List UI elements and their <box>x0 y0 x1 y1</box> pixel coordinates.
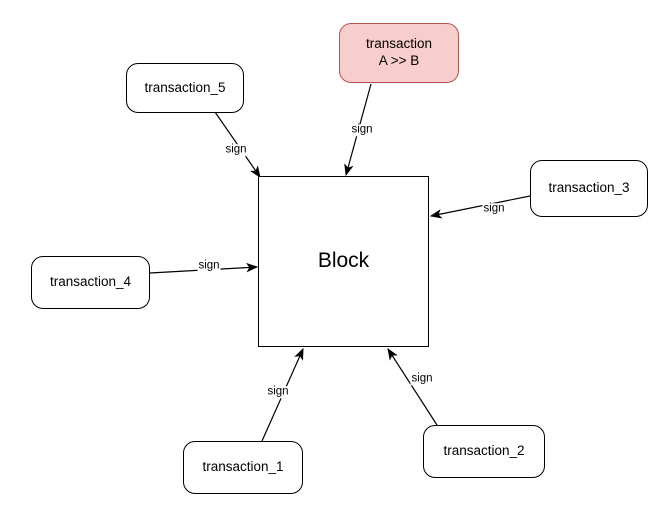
node-transaction-a-b-line2: A >> B <box>378 53 420 68</box>
edge-label-transaction-5: sign <box>224 143 248 156</box>
node-transaction-3-label: transaction_3 <box>548 180 630 196</box>
edge-label-transaction-4: sign <box>197 259 221 272</box>
node-transaction-a-b-line1: transaction <box>365 36 433 52</box>
edge-label-transaction-2: sign <box>410 372 434 385</box>
node-transaction-2-label: transaction_2 <box>443 443 525 459</box>
node-transaction-4[interactable]: transaction_4 <box>31 256 150 309</box>
node-block[interactable]: Block <box>258 176 429 347</box>
node-transaction-2[interactable]: transaction_2 <box>423 425 545 478</box>
node-transaction-a-b[interactable]: transaction A >> B <box>339 23 459 83</box>
node-transaction-1[interactable]: transaction_1 <box>183 441 303 494</box>
edge-label-transaction-3: sign <box>482 202 506 215</box>
edge-label-transaction-ab: sign <box>350 123 374 136</box>
node-transaction-4-label: transaction_4 <box>49 274 132 290</box>
node-transaction-5-label: transaction_5 <box>144 79 226 95</box>
node-block-label: Block <box>317 249 370 273</box>
edge-label-transaction-1: sign <box>266 385 290 398</box>
node-transaction-1-label: transaction_1 <box>202 459 284 475</box>
node-transaction-5[interactable]: transaction_5 <box>126 63 244 113</box>
edge-transaction-2-to-block <box>387 347 438 426</box>
edge-transaction-3-to-block <box>429 195 531 219</box>
node-transaction-3[interactable]: transaction_3 <box>530 160 648 217</box>
